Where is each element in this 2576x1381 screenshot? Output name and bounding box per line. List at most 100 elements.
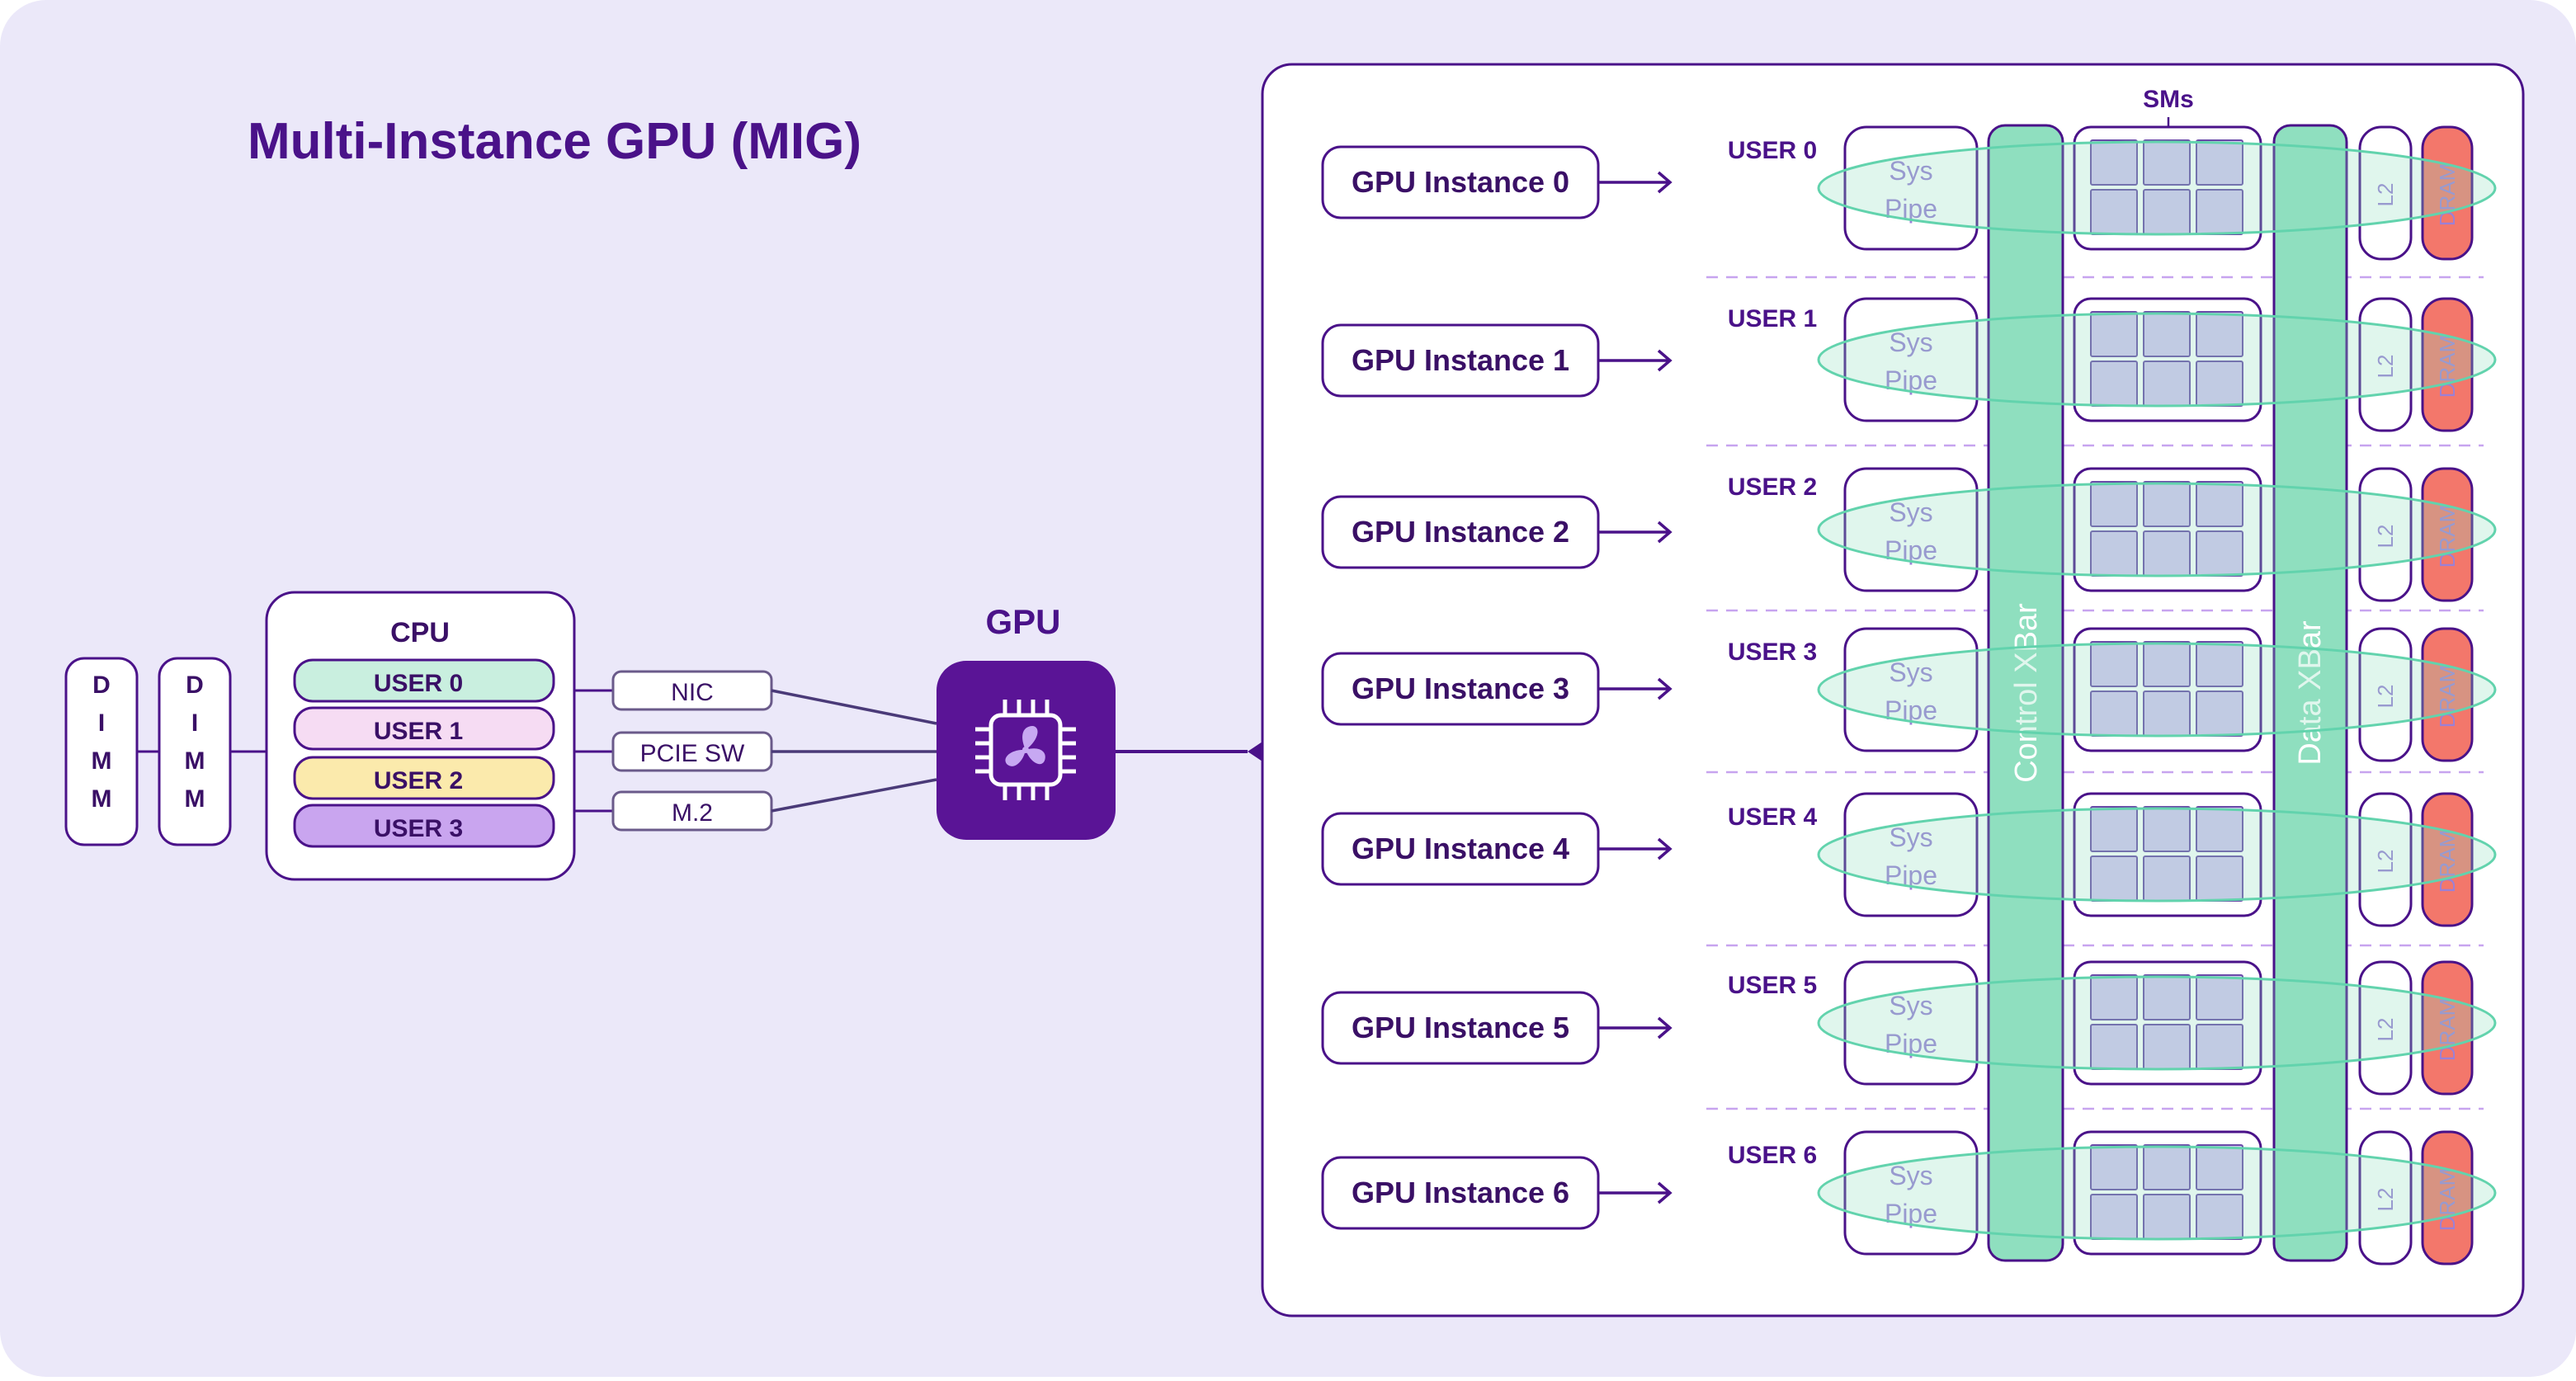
cpu-user-1: USER 1 xyxy=(293,706,555,751)
cpu-user-0: USER 0 xyxy=(293,658,555,703)
sm-block xyxy=(2073,297,2262,422)
gpu-instance-box: GPU Instance 0 xyxy=(1321,145,1600,219)
svg-text:DRAM: DRAM xyxy=(2435,335,2460,398)
diagram-title: Multi-Instance GPU (MIG) xyxy=(248,113,861,170)
control-xbar-label: Control XBar xyxy=(2009,603,2044,783)
svg-text:DRAM: DRAM xyxy=(2435,1168,2460,1232)
cpu-user-2: USER 2 xyxy=(293,756,555,800)
sm-unit xyxy=(2196,806,2243,852)
svg-text:DRAM: DRAM xyxy=(2435,998,2460,1062)
sm-unit xyxy=(2090,806,2138,852)
sm-unit xyxy=(2143,974,2191,1020)
data-xbar-label: Data XBar xyxy=(2293,620,2328,766)
cpu-box: CPU USER 0 USER 1 USER 2 USER 3 xyxy=(265,591,576,881)
svg-text:USER 0: USER 0 xyxy=(374,670,463,697)
gpu-instance-box: GPU Instance 5 xyxy=(1321,991,1600,1065)
chip-fan-icon xyxy=(975,700,1076,800)
dram-block: DRAM xyxy=(2421,960,2474,1096)
arrow-head xyxy=(1657,1181,1673,1204)
sys-pipe-box: SysPipe xyxy=(1843,792,1979,917)
svg-text:Sys: Sys xyxy=(1889,658,1932,687)
sm-unit xyxy=(2196,641,2243,687)
user-label: USER 3 xyxy=(1728,639,1817,666)
row-separators xyxy=(1706,276,2484,1110)
svg-text:L2: L2 xyxy=(2373,685,2398,709)
nic-gpu-link xyxy=(771,689,937,725)
svg-text:M.2: M.2 xyxy=(672,799,713,827)
sm-unit xyxy=(2196,311,2243,357)
svg-text:DRAM: DRAM xyxy=(2435,505,2460,568)
svg-text:L2: L2 xyxy=(2373,1018,2398,1042)
gpu-instance-label: GPU Instance 1 xyxy=(1352,343,1569,377)
dram-block: DRAM xyxy=(2421,1130,2474,1266)
gpu-instance-box: GPU Instance 4 xyxy=(1321,812,1600,886)
gpu-instance-label: GPU Instance 2 xyxy=(1352,515,1569,549)
arrow-head xyxy=(1657,1016,1673,1039)
l2-cache: L2 xyxy=(2358,297,2413,432)
gpu-instance-label: GPU Instance 4 xyxy=(1352,832,1569,865)
svg-text:USER 2: USER 2 xyxy=(374,767,463,794)
gpu-instance-label: GPU Instance 6 xyxy=(1352,1176,1569,1209)
user-label: USER 2 xyxy=(1728,474,1817,501)
sm-block xyxy=(2073,960,2262,1086)
nic-box: NIC xyxy=(611,670,773,711)
sm-unit xyxy=(2090,641,2138,687)
gpu-instance-row: GPU Instance 0 USER 0 SysPipe L2 DRAM xyxy=(1321,125,2497,261)
svg-text:Sys: Sys xyxy=(1889,497,1932,527)
sm-unit xyxy=(2090,1144,2138,1190)
sm-unit xyxy=(2143,311,2191,357)
sys-pipe-box: SysPipe xyxy=(1843,1130,1979,1256)
gpu-instance-box: GPU Instance 6 xyxy=(1321,1156,1600,1230)
cpu-user-3: USER 3 xyxy=(293,804,555,848)
svg-text:Sys: Sys xyxy=(1889,1161,1932,1190)
sm-block xyxy=(2073,1130,2262,1256)
svg-text:L2: L2 xyxy=(2373,183,2398,207)
dram-block: DRAM xyxy=(2421,297,2474,432)
user-label: USER 4 xyxy=(1728,804,1818,831)
svg-text:L2: L2 xyxy=(2373,850,2398,874)
fan-blades-icon xyxy=(1005,726,1045,766)
arrow-head xyxy=(1657,349,1673,372)
svg-text:DRAM: DRAM xyxy=(2435,163,2460,227)
gpu-instance-row: GPU Instance 4 USER 4 SysPipe L2 DRAM xyxy=(1321,792,2497,927)
sm-unit xyxy=(2143,806,2191,852)
gpu-instance-row: GPU Instance 6 USER 6 SysPipe L2 DRAM xyxy=(1321,1130,2497,1266)
user-label: USER 6 xyxy=(1728,1142,1817,1169)
sm-unit xyxy=(2090,311,2138,357)
gpu-instance-box: GPU Instance 1 xyxy=(1321,323,1600,398)
instance-partition-ellipse xyxy=(1817,140,2497,236)
gpu-chip xyxy=(937,661,1116,840)
instance-partition-ellipse xyxy=(1817,1145,2497,1241)
arrow-head xyxy=(1657,171,1673,194)
user-label: USER 0 xyxy=(1728,137,1817,164)
sys-pipe-box: SysPipe xyxy=(1843,125,1979,251)
gpu-instance-box: GPU Instance 2 xyxy=(1321,495,1600,569)
gpu-instance-label: GPU Instance 5 xyxy=(1352,1011,1569,1044)
l2-cache: L2 xyxy=(2358,1130,2413,1266)
l2-cache: L2 xyxy=(2358,627,2413,762)
svg-text:Sys: Sys xyxy=(1889,822,1932,852)
sm-block xyxy=(2073,627,2262,752)
sm-unit xyxy=(2196,481,2243,527)
svg-text:DRAM: DRAM xyxy=(2435,830,2460,893)
instance-partition-ellipse xyxy=(1817,482,2497,577)
m2-box: M.2 xyxy=(611,790,773,832)
instance-partition-ellipse xyxy=(1817,312,2497,408)
sm-unit xyxy=(2143,481,2191,527)
panel-connector-arrow xyxy=(1248,742,1262,761)
instance-partition-ellipse xyxy=(1817,642,2497,738)
svg-text:Sys: Sys xyxy=(1889,991,1932,1020)
sys-pipe-box: SysPipe xyxy=(1843,627,1979,752)
sm-unit xyxy=(2090,139,2138,186)
instance-partition-ellipse xyxy=(1817,975,2497,1071)
instance-partition-ellipse xyxy=(1817,807,2497,903)
sm-unit xyxy=(2143,641,2191,687)
